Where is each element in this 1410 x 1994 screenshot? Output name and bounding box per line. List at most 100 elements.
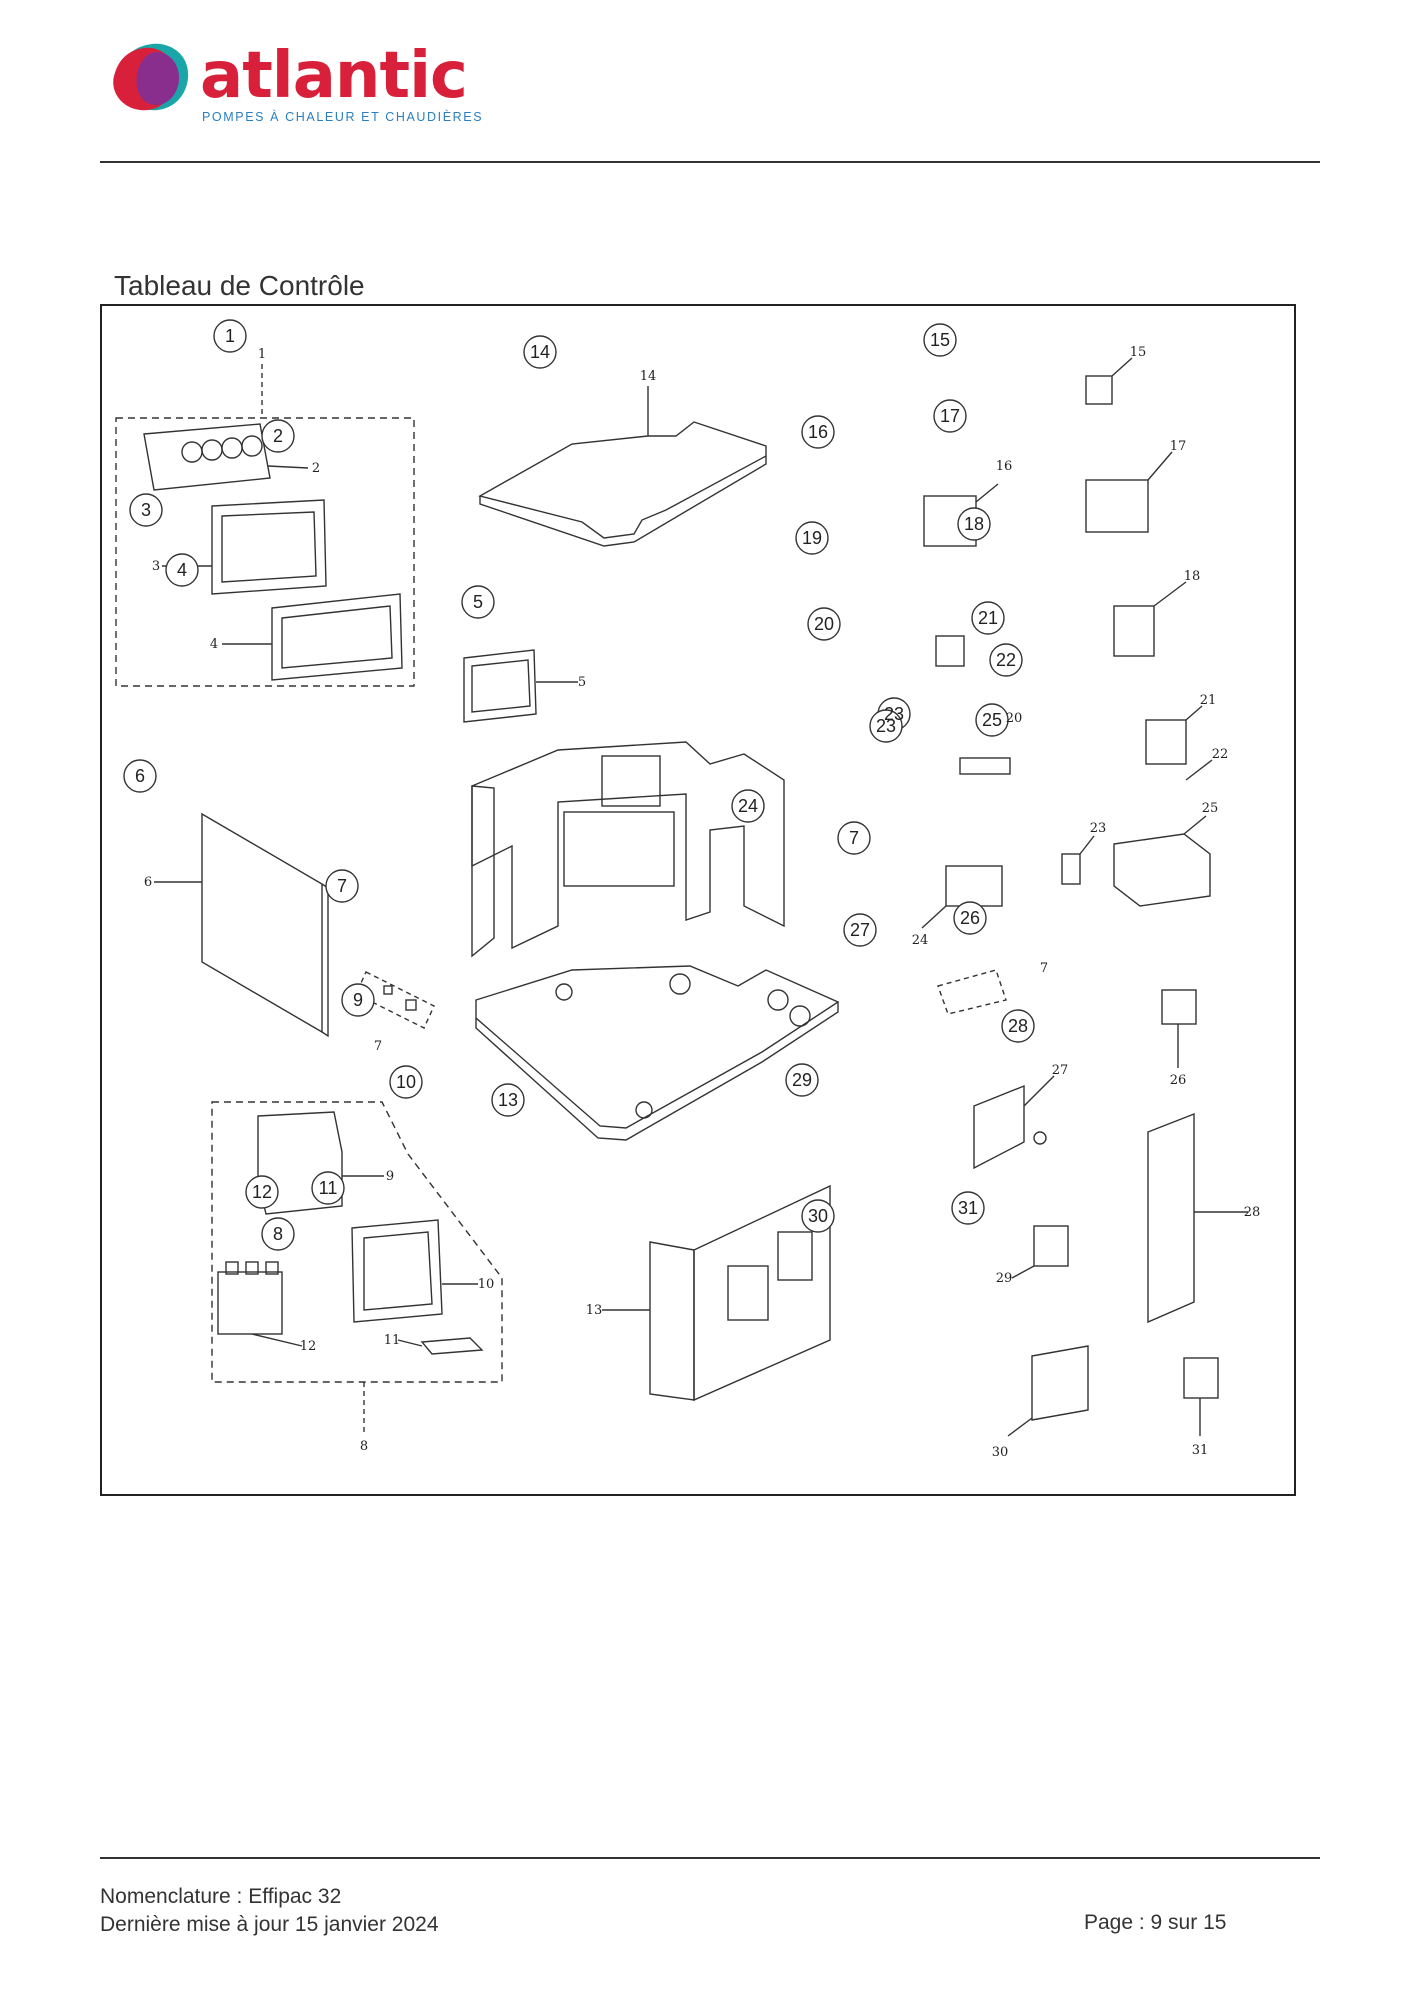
part-11-plate [420, 1337, 484, 1355]
label-20: 20 [1006, 711, 1023, 726]
part-30-fan-grille [1031, 1345, 1089, 1421]
part-10-gasket [351, 1219, 443, 1323]
footer-divider [100, 1857, 1320, 1859]
header-divider [100, 161, 1320, 163]
part-3-gasket [211, 499, 327, 595]
label-21: 21 [1200, 693, 1217, 708]
callout-25: 25 [982, 710, 1002, 730]
part-28-panel [1147, 1112, 1195, 1324]
part-21-breaker [1145, 719, 1187, 765]
part-29-display [1033, 1225, 1069, 1267]
callout-20: 20 [814, 614, 834, 634]
label-14: 14 [640, 369, 657, 384]
callout-circles [123, 319, 1035, 1251]
label-22: 22 [1212, 747, 1229, 762]
label-1: 1 [258, 347, 266, 362]
label-16: 16 [996, 459, 1013, 474]
label-7: 7 [374, 1039, 382, 1054]
label-10: 10 [478, 1277, 495, 1292]
label-6: 6 [144, 875, 152, 890]
brand-tagline: POMPES À CHALEUR ET CHAUDIÈRES [202, 110, 484, 124]
footer-last-update: Dernière mise à jour 15 janvier 2024 [100, 1913, 439, 1936]
callout-31: 31 [958, 1198, 978, 1218]
exploded-diagram: 1 2 3 4 5 6 7 8 9 10 11 12 13 14 15 16 1… [100, 304, 1296, 1496]
part-7-bracket-group-b [937, 969, 1007, 1015]
section-title: Tableau de Contrôle [114, 270, 365, 301]
callout-14: 14 [530, 342, 550, 362]
callout-30: 30 [808, 1206, 828, 1226]
label-13: 13 [586, 1303, 603, 1318]
part-30-front-panel [602, 1184, 831, 1402]
label-30: 30 [992, 1445, 1009, 1460]
part-6-side-panel [201, 812, 323, 1034]
part-5-box [463, 649, 537, 723]
label-11: 11 [384, 1333, 401, 1348]
callout-29: 29 [792, 1070, 812, 1090]
part-31-heater [1183, 1357, 1219, 1399]
part-12-transformer [217, 1261, 303, 1347]
label-28: 28 [1244, 1205, 1261, 1220]
callout-21: 21 [978, 608, 998, 628]
callout-9: 9 [353, 990, 363, 1010]
atlantic-logo: atlantic POMPES À CHALEUR ET CHAUDIÈRES [112, 38, 492, 130]
label-29: 29 [996, 1271, 1013, 1286]
callout-27: 27 [850, 920, 870, 940]
label-12: 12 [300, 1339, 317, 1354]
label-23: 23 [1090, 821, 1107, 836]
part-14-top-cover [478, 421, 767, 539]
callout-18: 18 [964, 514, 984, 534]
part-15-relay [1085, 375, 1113, 405]
callout-24: 24 [738, 796, 758, 816]
part-13-base-tray [475, 965, 840, 1141]
exploded-diagram-drawing: 1 2 3 4 5 6 7 8 9 10 11 12 13 14 15 16 1… [115, 319, 1260, 1460]
callout-23: 23 [884, 704, 904, 724]
part-25-filter [1113, 833, 1211, 907]
footer-info: Nomenclature : Effipac 32 Dernière mise … [100, 1883, 439, 1939]
page-number: Page : 9 sur 15 [1084, 1911, 1227, 1934]
callout-1: 1 [225, 326, 235, 346]
part-23-clip [1061, 853, 1081, 885]
callout-22: 22 [996, 650, 1016, 670]
footer-nomenclature: Nomenclature : Effipac 32 [100, 1885, 342, 1908]
part-24-enclosure [471, 741, 785, 958]
callout-5: 5 [473, 592, 483, 612]
label-26: 26 [1170, 1073, 1187, 1088]
brand-name: atlantic [200, 39, 468, 113]
label-31: 31 [1192, 1443, 1209, 1458]
callout-numbers: 1 2 3 4 5 6 7 8 9 10 11 12 13 14 15 16 1… [135, 326, 1028, 1244]
callout-28: 28 [1008, 1016, 1028, 1036]
callout-7: 7 [337, 876, 347, 896]
callout-2: 2 [273, 426, 283, 446]
label-27: 27 [1052, 1063, 1069, 1078]
callout-7b: 7 [849, 828, 859, 848]
label-7b: 7 [1040, 961, 1048, 976]
part-27-mounting-plate [973, 1084, 1025, 1170]
callout-17: 17 [940, 406, 960, 426]
callout-13: 13 [498, 1090, 518, 1110]
part-labels: 1 2 3 4 5 6 7 8 9 10 11 12 13 14 15 16 1… [144, 345, 1260, 1460]
group-box-1 [115, 417, 415, 687]
part-18-module [1113, 605, 1155, 657]
logo-mark-icon [113, 43, 189, 111]
callout-3: 3 [141, 500, 151, 520]
part-22-fuse [1185, 759, 1213, 781]
label-18: 18 [1184, 569, 1201, 584]
callout-15: 15 [930, 330, 950, 350]
label-25: 25 [1202, 801, 1219, 816]
part-17-contactor [1085, 479, 1149, 533]
callout-23b: 23 [876, 716, 896, 736]
callout-12: 12 [252, 1182, 272, 1202]
label-3: 3 [152, 559, 160, 574]
callout-16: 16 [808, 422, 828, 442]
part-4-panel [271, 593, 403, 681]
label-9: 9 [386, 1169, 394, 1184]
label-15: 15 [1130, 345, 1147, 360]
label-24: 24 [912, 933, 929, 948]
callout-10: 10 [396, 1072, 416, 1092]
group-box-8 [211, 1101, 503, 1383]
callout-19: 19 [802, 528, 822, 548]
part-20-component [935, 635, 965, 667]
callout-6: 6 [135, 766, 145, 786]
part-25-terminal-strip [959, 757, 1011, 775]
callout-4: 4 [177, 560, 187, 580]
